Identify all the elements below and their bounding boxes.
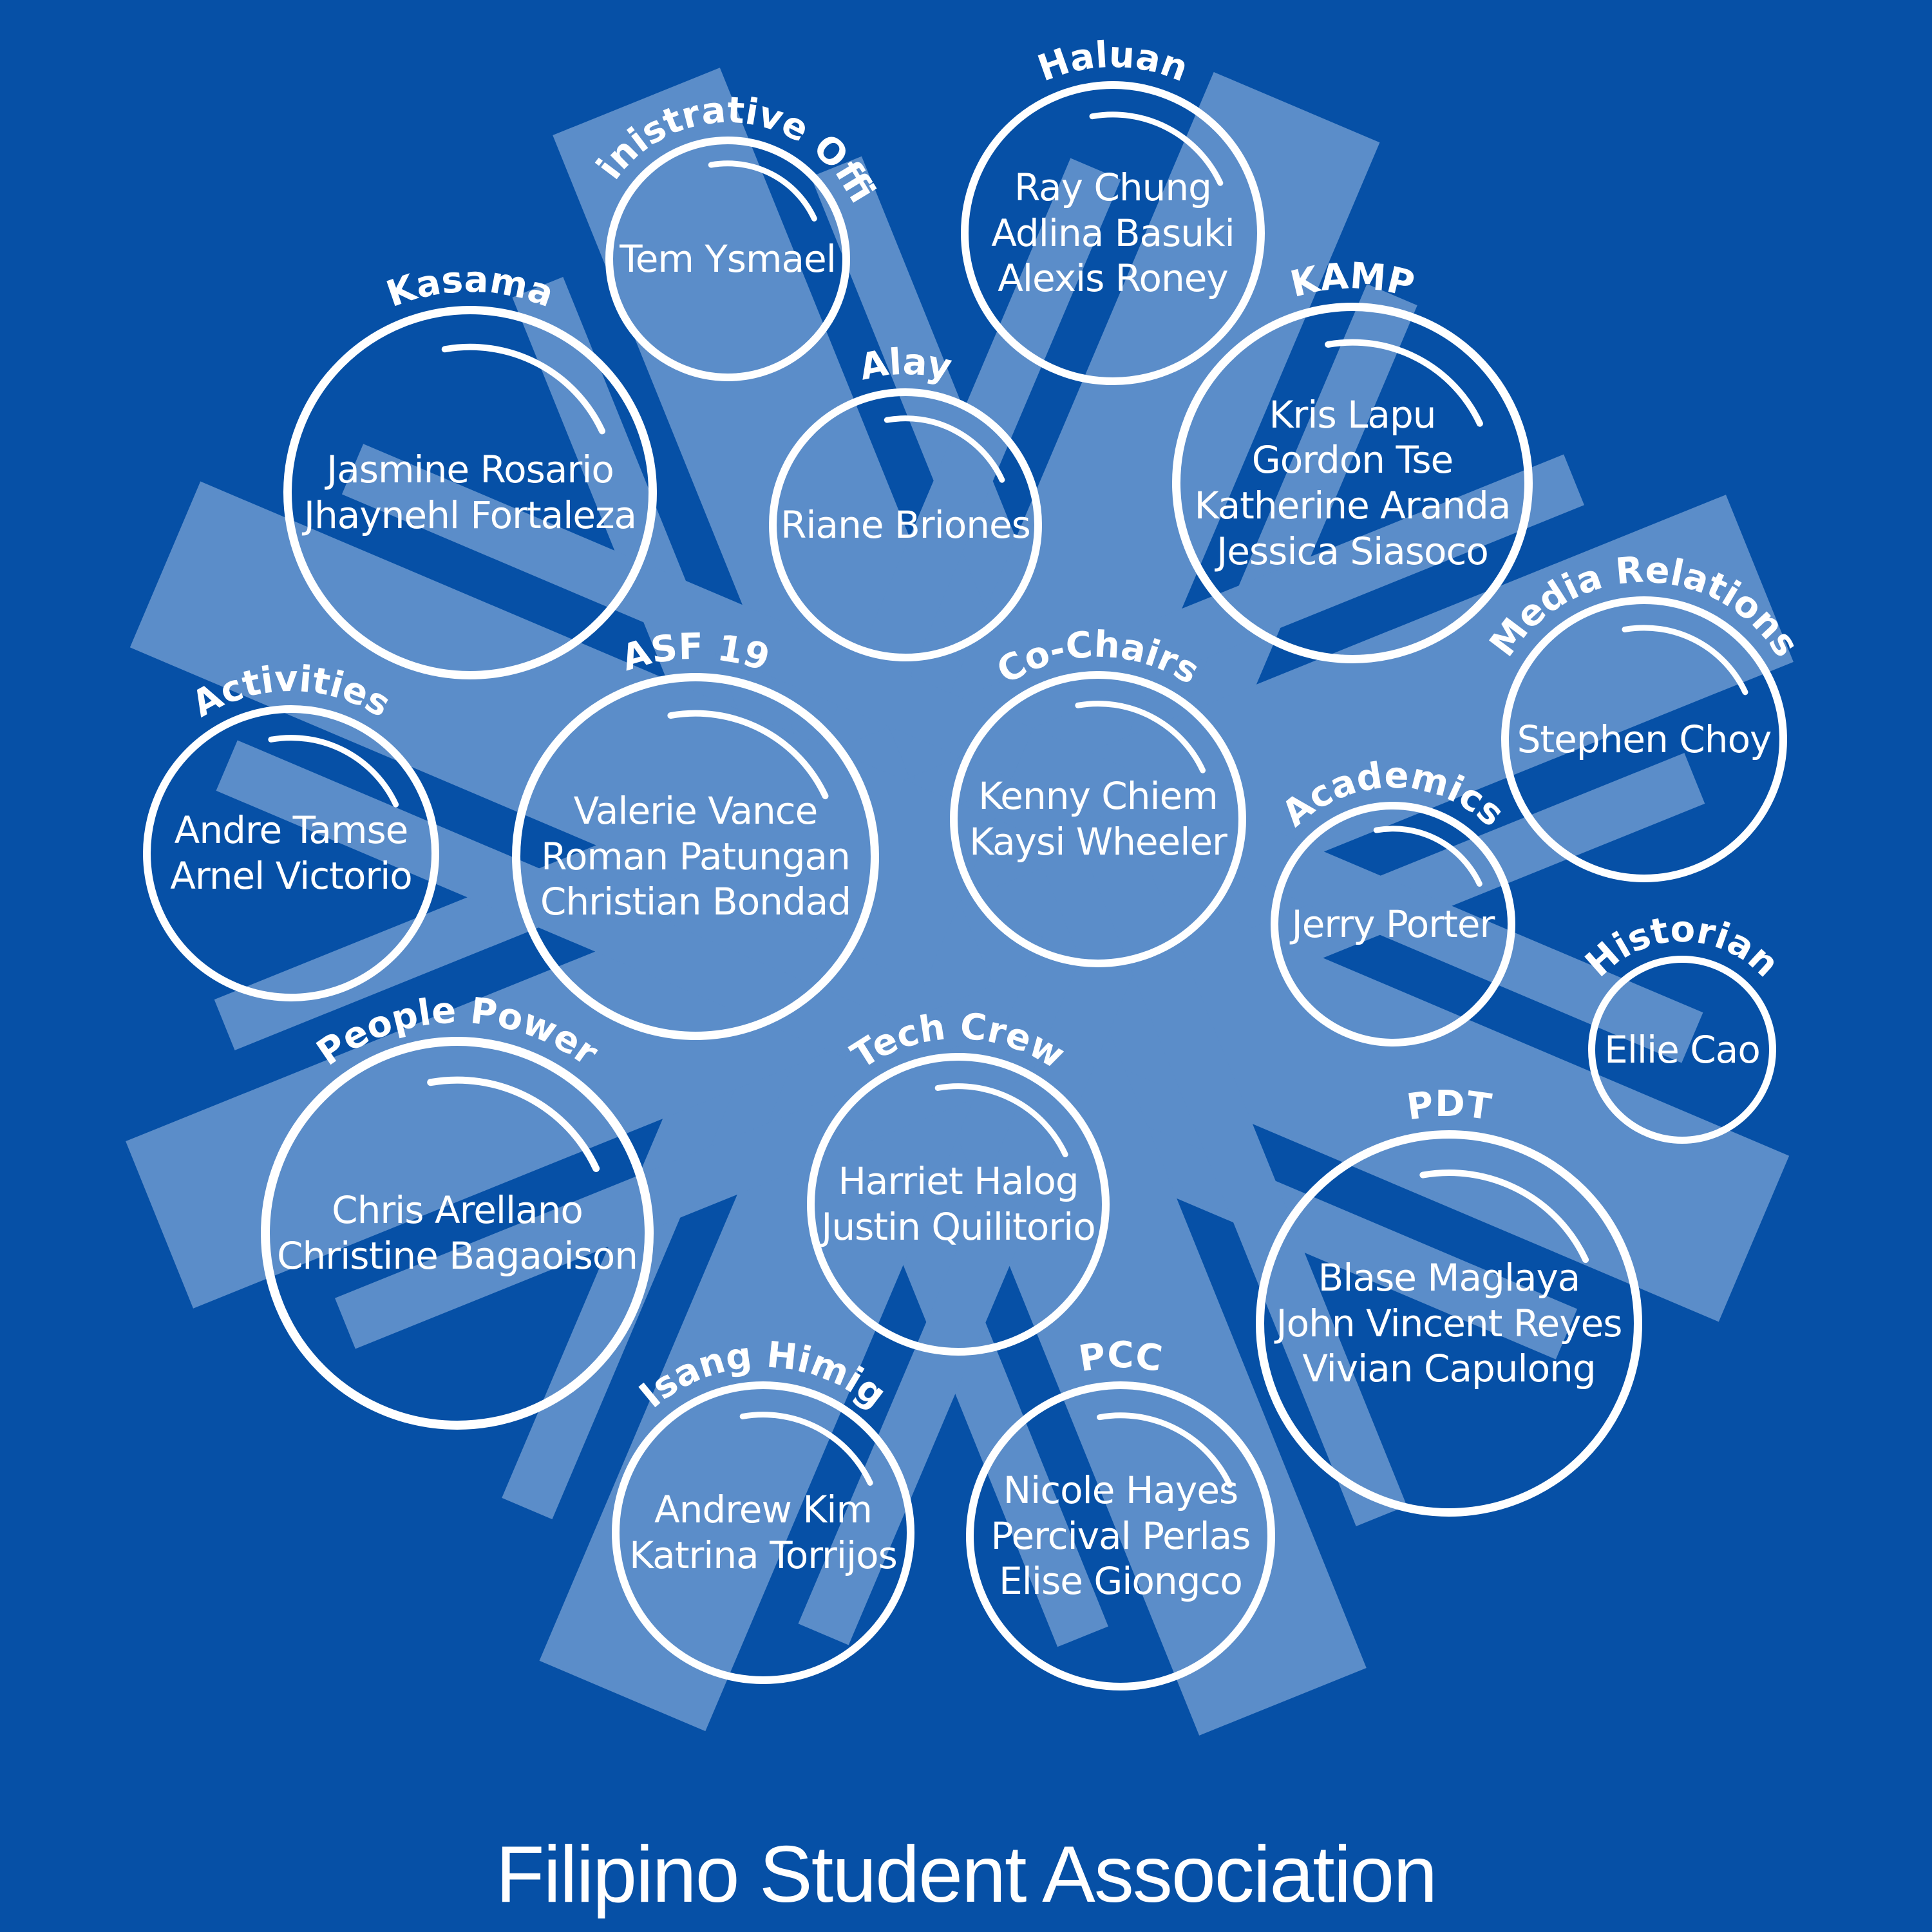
member-name: Adlina Basuki — [991, 211, 1235, 255]
member-name: Blase Maglaya — [1318, 1255, 1581, 1300]
member-name: Stephen Choy — [1517, 717, 1772, 761]
member-name: Jerry Porter — [1291, 902, 1495, 946]
committee-circle-academics: Jerry Porter — [1271, 802, 1515, 1046]
committee-circle-alay: Riane Briones — [769, 388, 1042, 661]
member-name: Jasmine Rosario — [327, 448, 614, 492]
member-name: Kaysi Wheeler — [969, 820, 1227, 864]
member-name: Katherine Aranda — [1194, 484, 1511, 527]
committee-circle-media-relations: Stephen Choy — [1501, 596, 1787, 882]
committee-circle-administrative-officer: Tem Ysmael — [605, 137, 850, 381]
member-name: Christine Bagaoison — [277, 1234, 638, 1278]
member-name: Elise Giongco — [999, 1559, 1243, 1604]
member-name: Ray Chung — [1014, 165, 1212, 209]
member-name: Tem Ysmael — [620, 236, 837, 281]
member-name: Nicole Hayes — [1003, 1468, 1238, 1512]
member-name: Andre Tamse — [174, 808, 409, 853]
member-name: Harriet Halog — [838, 1159, 1079, 1204]
member-name: Justin Quilitorio — [821, 1205, 1096, 1249]
member-name: Kris Lapu — [1269, 392, 1436, 437]
member-name: Andrew Kim — [654, 1488, 873, 1532]
member-name: Ellie Cao — [1604, 1027, 1761, 1072]
member-name: Christian Bondad — [540, 880, 851, 924]
footer-title: Filipino Student Association — [495, 1830, 1437, 1919]
member-name: Kenny Chiem — [978, 774, 1218, 819]
member-name: Jhaynehl Fortaleza — [303, 493, 637, 537]
member-name: Alexis Roney — [998, 256, 1228, 301]
member-name: Katrina Torrijos — [629, 1533, 898, 1577]
member-name: John Vincent Reyes — [1276, 1301, 1623, 1345]
member-name: Gordon Tse — [1251, 438, 1454, 482]
member-name: Chris Arellano — [332, 1188, 583, 1233]
committee-circle-historian: Ellie Cao — [1588, 956, 1776, 1144]
member-name: Roman Patungan — [541, 834, 851, 878]
member-name: Percival Perlas — [990, 1513, 1251, 1558]
member-name: Vivian Capulong — [1302, 1347, 1596, 1391]
member-name: Arnel Victorio — [170, 854, 413, 898]
member-name: Valerie Vance — [573, 788, 819, 833]
member-name: Riane Briones — [781, 502, 1031, 547]
member-name: Jessica Siasoco — [1217, 529, 1489, 573]
